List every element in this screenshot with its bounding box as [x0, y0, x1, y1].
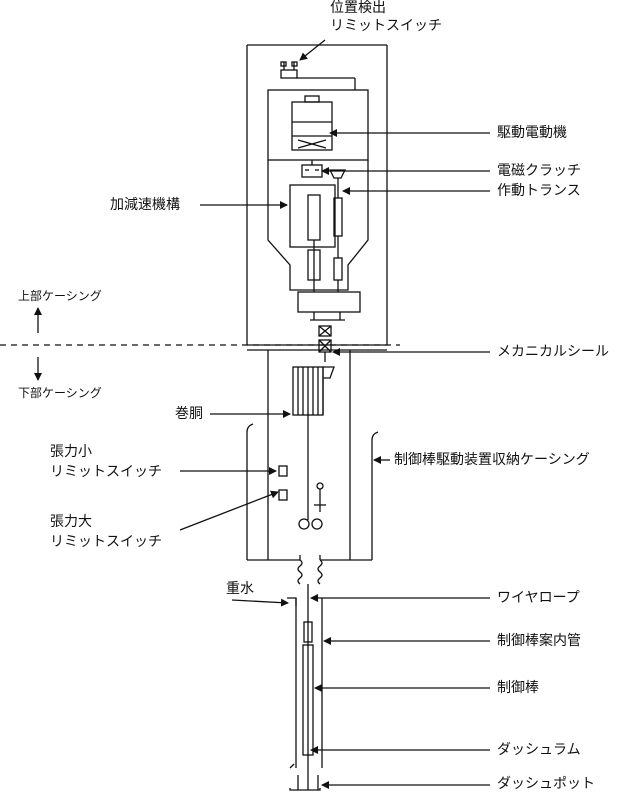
- label-mechanical-seal: メカニカルシール: [497, 344, 609, 360]
- label-housing-casing: 制御棒駆動装置収納ケーシング: [394, 452, 590, 468]
- label-upper-casing: 上部ケーシング: [18, 289, 102, 303]
- label-heavy-water: 重水: [226, 581, 254, 597]
- gear-train-body: [267, 160, 369, 292]
- housing-casing-outline: [246, 423, 379, 561]
- label-electromagnetic-clutch: 電磁クラッチ: [497, 163, 581, 179]
- lower-gearbox-body: [297, 291, 361, 337]
- label-guide-tube: 制御棒案内管: [497, 633, 581, 649]
- drum-body: [292, 366, 335, 520]
- tension-switches-body: [278, 465, 326, 530]
- label-dash-pot: ダッシュポット: [497, 776, 595, 792]
- lower-casing-outline: [267, 350, 351, 561]
- label-acceleration-mechanism: 加減速機構: [110, 197, 180, 213]
- dash-pot-body: [289, 763, 321, 791]
- label-drum: 巻胴: [175, 406, 203, 422]
- label-high-tension-switch-2: リミットスイッチ: [50, 534, 162, 550]
- label-low-tension-switch-2: リミットスイッチ: [50, 464, 162, 480]
- label-low-tension-switch-1: 張力小: [50, 444, 92, 460]
- leader-lines: [34, 39, 490, 789]
- bellows-body: [297, 559, 323, 585]
- guide-tube-body: [287, 584, 323, 790]
- label-high-tension-switch-1: 張力大: [50, 514, 92, 530]
- label-dash-ram: ダッシュラム: [497, 742, 581, 758]
- mechanical-seal-body: [318, 339, 332, 362]
- label-position-limit-switch-2: リミットスイッチ: [330, 18, 442, 34]
- label-lower-casing: 下部ケーシング: [18, 386, 102, 400]
- label-position-limit-switch-1: 位置検出: [330, 0, 386, 16]
- differential-transformer-body: [328, 169, 347, 292]
- label-control-rod: 制御棒: [497, 680, 539, 696]
- label-drive-motor: 駆動電動機: [497, 125, 567, 141]
- label-differential-transformer: 作動トランス: [497, 183, 581, 199]
- position-limit-switch-body: [280, 61, 356, 90]
- label-wire-rope: ワイヤロープ: [497, 590, 580, 606]
- drive-motor-body: [267, 89, 369, 161]
